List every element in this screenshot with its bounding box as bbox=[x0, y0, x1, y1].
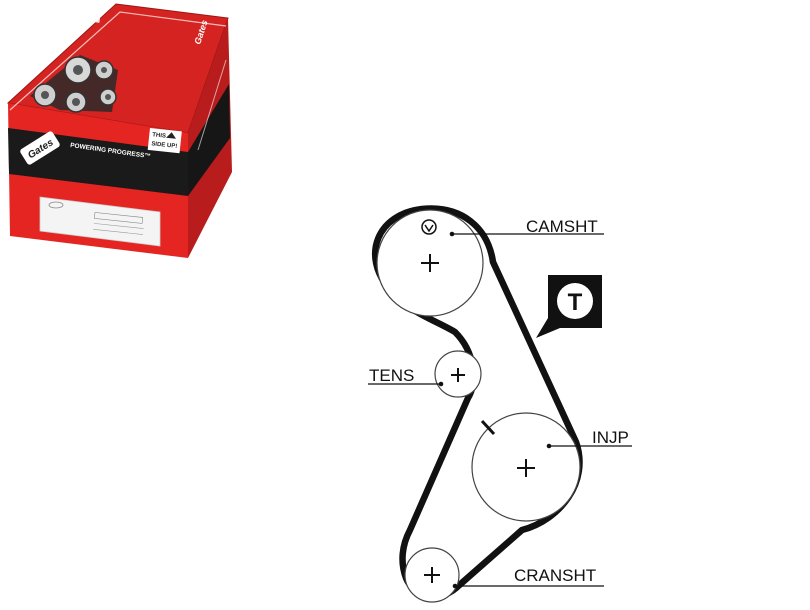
badge-letter: T bbox=[568, 289, 583, 316]
product-label bbox=[39, 196, 161, 247]
crankshaft-pulley bbox=[404, 547, 604, 603]
injection-pump-label: INJP bbox=[592, 428, 629, 447]
svg-text:SIDE UP!: SIDE UP! bbox=[151, 141, 178, 150]
tensioner-label: TENS bbox=[369, 366, 414, 385]
crankshaft-label: CRANSHT bbox=[514, 566, 596, 585]
belt-diagram: CAMSHT TENS INJP CRANSHT bbox=[368, 205, 632, 603]
tensioner-pulley bbox=[368, 350, 482, 398]
this-side-up-label: THIS SIDE UP! bbox=[147, 127, 182, 154]
product-box: Gates POWERING PROGRESS™ THIS SIDE UP! bbox=[6, 3, 232, 258]
tensioner-badge: T bbox=[536, 275, 602, 338]
timing-mark-icon bbox=[421, 219, 437, 235]
camshaft-label: CAMSHT bbox=[526, 217, 598, 236]
gates-logo: Gates bbox=[20, 131, 60, 165]
up-arrow-icon bbox=[166, 132, 177, 139]
timing-mark-tick bbox=[480, 419, 496, 436]
pulley-illustration bbox=[30, 55, 118, 113]
box-side-band bbox=[188, 84, 230, 196]
injection-pump-pulley bbox=[471, 412, 632, 522]
svg-text:THIS: THIS bbox=[152, 132, 166, 139]
camshaft-pulley bbox=[376, 209, 604, 317]
